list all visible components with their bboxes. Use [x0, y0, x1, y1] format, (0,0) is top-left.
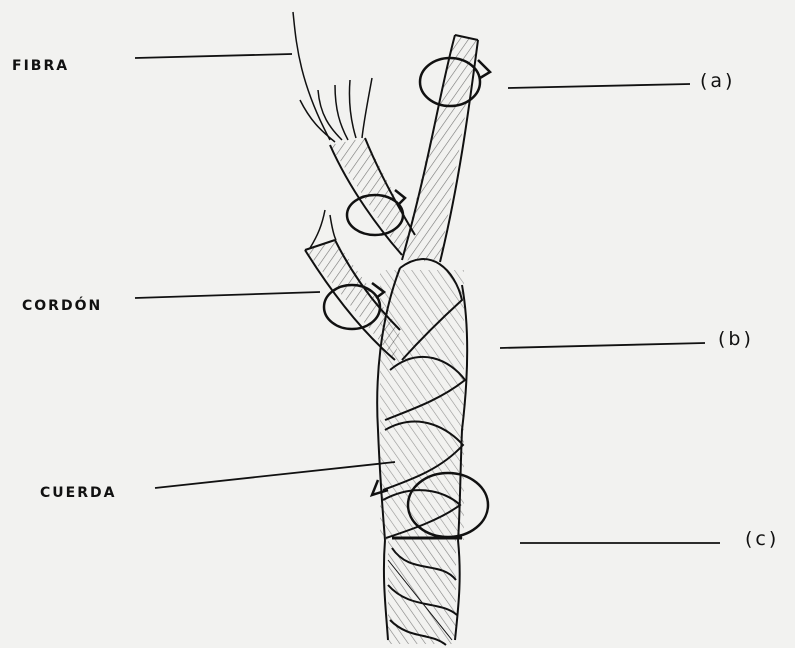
label-b: (b) [718, 328, 754, 350]
label-c: (c) [745, 528, 779, 550]
label-a: (a) [700, 70, 735, 92]
label-cuerda: CUERDA [40, 485, 116, 501]
leader-fibra [135, 54, 292, 58]
strand-right-hatch [402, 35, 478, 262]
fibers [293, 12, 372, 248]
rope-bottom-hatch [388, 540, 456, 644]
rope-middle-hatch [380, 270, 464, 540]
leader-cuerda [155, 462, 395, 488]
leader-cordon [135, 292, 320, 298]
label-fibra: FIBRA [12, 58, 69, 74]
label-cordon: CORDÓN [22, 298, 102, 314]
leader-b [500, 343, 705, 348]
leader-a [508, 84, 690, 88]
